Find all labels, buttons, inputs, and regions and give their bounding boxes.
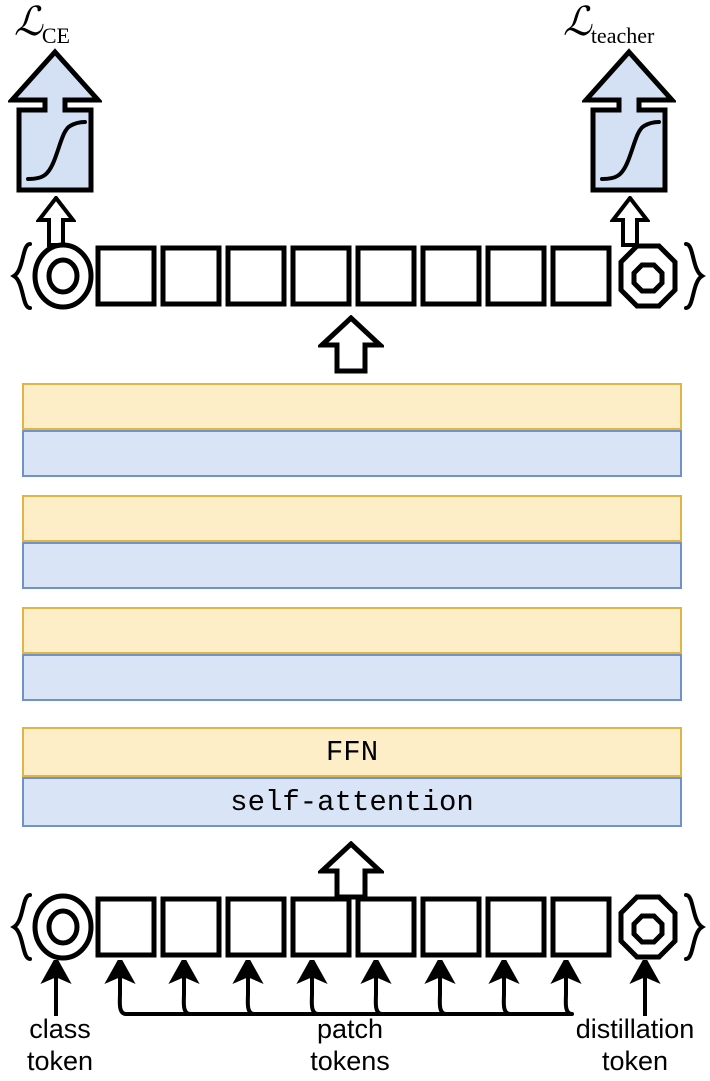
patch-token — [225, 896, 287, 958]
block-up-arrow-icon — [315, 840, 387, 900]
arrow-to-teacher-head — [608, 194, 652, 253]
patch-token — [485, 896, 547, 958]
patch-feed-branch — [488, 956, 520, 1016]
head-outline — [582, 48, 676, 193]
patch-token — [550, 896, 612, 958]
label-patch-tokens-line1: patch — [316, 1014, 384, 1044]
transformer-block-2-ffn[interactable] — [22, 495, 682, 542]
brace-left-icon — [10, 893, 32, 961]
label-patch-tokens-line2: tokens — [310, 1045, 390, 1076]
patch-token — [355, 896, 417, 958]
class-classifier-head[interactable] — [8, 48, 102, 196]
label-class-token: class token — [0, 1014, 120, 1078]
token-feed-arrows — [0, 956, 710, 1027]
patch-token — [420, 896, 482, 958]
label-class-token-line1: class — [29, 1014, 91, 1044]
head-outline — [8, 48, 102, 193]
patch-feed-branch — [104, 956, 136, 1016]
attention-label: self-attention — [230, 785, 474, 819]
patch-feed-branch — [296, 956, 328, 1016]
patch-token-feed-arrows — [104, 956, 582, 1016]
transformer-block-3-attention[interactable] — [22, 654, 682, 701]
patch-token — [160, 896, 222, 958]
class-token-inner — [46, 257, 80, 295]
patch-feed-branch — [550, 956, 582, 1016]
loss-label-ce: ℒCE — [14, 2, 70, 47]
transformer-block-4-attention[interactable]: self-attention — [22, 777, 682, 827]
patch-token — [95, 245, 157, 307]
patch-token — [355, 245, 417, 307]
class-token-inner — [46, 908, 80, 946]
sigmoid-curve-icon — [600, 120, 661, 181]
patch-token — [95, 896, 157, 958]
transformer-block-1-ffn[interactable] — [22, 383, 682, 430]
distillation-token-inner — [631, 262, 665, 294]
patch-token — [420, 245, 482, 307]
ffn-label: FFN — [325, 735, 379, 769]
patch-feed-branch — [168, 956, 200, 1016]
loss-subscript-teacher: teacher — [590, 22, 655, 48]
label-distillation-token: distillation token — [560, 1014, 710, 1078]
input-token-sequence — [0, 891, 710, 963]
patch-feed-branch — [232, 956, 264, 1016]
transformer-block-4-ffn[interactable]: FFN — [22, 727, 682, 777]
label-distillation-token-line2: token — [601, 1045, 669, 1076]
distillation-token-inner — [631, 913, 665, 945]
block-up-arrow-icon — [315, 314, 387, 374]
patch-feed-branch — [360, 956, 392, 1016]
transformer-block-3-ffn[interactable] — [22, 607, 682, 654]
patch-token — [290, 245, 352, 307]
up-arrow-icon — [34, 194, 78, 247]
sigmoid-curve-icon — [26, 120, 87, 181]
patch-token — [160, 245, 222, 307]
distillation-classifier-head[interactable] — [582, 48, 676, 196]
patch-token — [550, 245, 612, 307]
loss-label-teacher: ℒteacher — [563, 2, 654, 47]
loss-symbol-ce: ℒ — [14, 0, 43, 45]
loss-subscript-ce: CE — [41, 22, 70, 48]
transformer-block-2-attention[interactable] — [22, 542, 682, 589]
output-token-sequence — [0, 240, 710, 312]
brace-right-icon — [684, 242, 706, 310]
label-class-token-line2: token — [26, 1045, 94, 1076]
patch-token — [485, 245, 547, 307]
patch-feed-branch — [424, 956, 456, 1016]
label-patch-tokens: patch tokens — [285, 1014, 415, 1078]
loss-symbol-teacher: ℒ — [563, 0, 592, 45]
brace-left-icon — [10, 242, 32, 310]
brace-right-icon — [684, 893, 706, 961]
transformer-block-1-attention[interactable] — [22, 430, 682, 477]
patch-token — [290, 896, 352, 958]
up-arrow-icon — [608, 194, 652, 247]
arrow-blocks-to-output-tokens — [315, 314, 387, 380]
label-distillation-token-line1: distillation — [575, 1014, 695, 1044]
patch-token — [225, 245, 287, 307]
